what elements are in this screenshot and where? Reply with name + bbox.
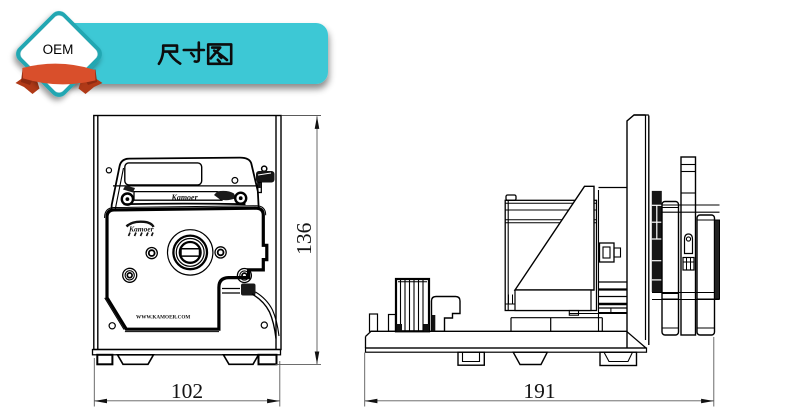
svg-text:WWW.KAMOER.COM: WWW.KAMOER.COM: [136, 315, 190, 321]
svg-text:Kamoer: Kamoer: [171, 193, 199, 202]
svg-text:Kamoer: Kamoer: [128, 225, 154, 234]
svg-text:136: 136: [292, 222, 316, 255]
svg-text:OEM: OEM: [43, 42, 74, 57]
svg-text:191: 191: [523, 379, 555, 403]
svg-text:102: 102: [171, 379, 203, 403]
